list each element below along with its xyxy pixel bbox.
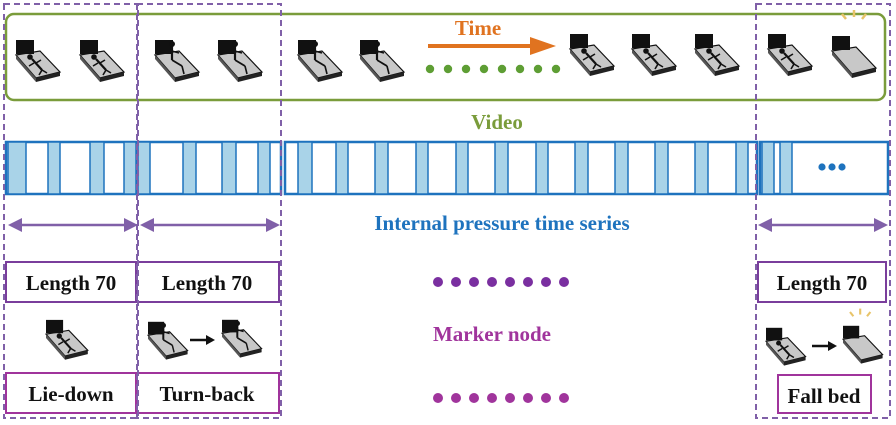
segment-dashed-frame (755, 3, 891, 419)
pressure-series-strip (4, 140, 890, 196)
time-label: Time (455, 16, 501, 40)
bed-empty-alert-icon (842, 307, 884, 365)
series-block (4, 140, 138, 196)
length-label: Length 70 (777, 271, 867, 295)
series-sample-bar (779, 141, 793, 195)
bed-lying-icon (568, 32, 616, 78)
ellipsis-dots (818, 163, 846, 171)
length-label: Length 70 (26, 271, 116, 295)
series-sample-bar (137, 141, 151, 195)
series-sample-bar (257, 141, 271, 195)
length-box (5, 261, 137, 303)
bed-lying-icon (765, 326, 807, 367)
guide-arrow (758, 218, 888, 232)
length-label: Length 70 (162, 271, 252, 295)
bed-sitting-icon (221, 318, 263, 359)
guide-arrow (140, 218, 280, 232)
series-sample-bar (574, 141, 589, 195)
series-sample-bar (123, 141, 137, 195)
series-sample-bar (535, 141, 549, 195)
series-sample-bar (182, 141, 197, 195)
series-sample-bar (7, 141, 27, 195)
right-arrow-icon (190, 335, 215, 345)
bed-sitting-icon (147, 320, 189, 361)
series-sample-bar (221, 141, 237, 195)
magenta-dots (433, 393, 569, 403)
series-label: Internal pressure time series (374, 211, 629, 235)
series-sample-bar (455, 141, 469, 195)
length-box (757, 261, 887, 303)
action-box (777, 374, 872, 414)
bed-sitting-icon (296, 38, 344, 84)
segment-dashed-frame (3, 3, 139, 419)
series-sample-bar (89, 141, 105, 195)
series-sample-bar (415, 141, 429, 195)
bed-sitting-icon (153, 38, 201, 84)
green-dots (425, 64, 561, 74)
action-label: Turn-back (160, 382, 255, 406)
time-arrow-head (530, 37, 556, 55)
bed-lying-icon (693, 32, 741, 78)
marker-node-label: Marker node (433, 322, 551, 346)
series-block (283, 140, 759, 196)
series-sample-bar (654, 141, 669, 195)
series-sample-bar (614, 141, 629, 195)
length-box (135, 261, 280, 303)
segment-dashed-frame (136, 3, 282, 419)
series-sample-bar (335, 141, 349, 195)
bed-lying-icon (630, 32, 678, 78)
guide-arrow (8, 218, 138, 232)
bed-lying-icon (44, 318, 89, 361)
purple-dots (433, 277, 569, 287)
video-frame (4, 12, 887, 102)
bed-lying-icon (78, 38, 126, 84)
series-sample-bar (374, 141, 389, 195)
video-label: Video (471, 110, 523, 134)
bed-sitting-icon (216, 38, 264, 84)
action-box (5, 372, 137, 414)
bed-lying-icon (14, 38, 62, 84)
bed-lying-icon (766, 32, 814, 78)
bed-sitting-icon (358, 38, 406, 84)
action-label: Lie-down (28, 382, 114, 406)
series-sample-bar (761, 141, 775, 195)
series-sample-bar (735, 141, 749, 195)
action-label: Fall bed (788, 384, 861, 408)
bed-empty-alert-icon (831, 8, 877, 79)
action-box (135, 372, 280, 414)
series-sample-bar (47, 141, 61, 195)
series-sample-bar (297, 141, 313, 195)
series-sample-bar (694, 141, 709, 195)
right-arrow-icon (812, 341, 837, 351)
series-sample-bar (494, 141, 509, 195)
